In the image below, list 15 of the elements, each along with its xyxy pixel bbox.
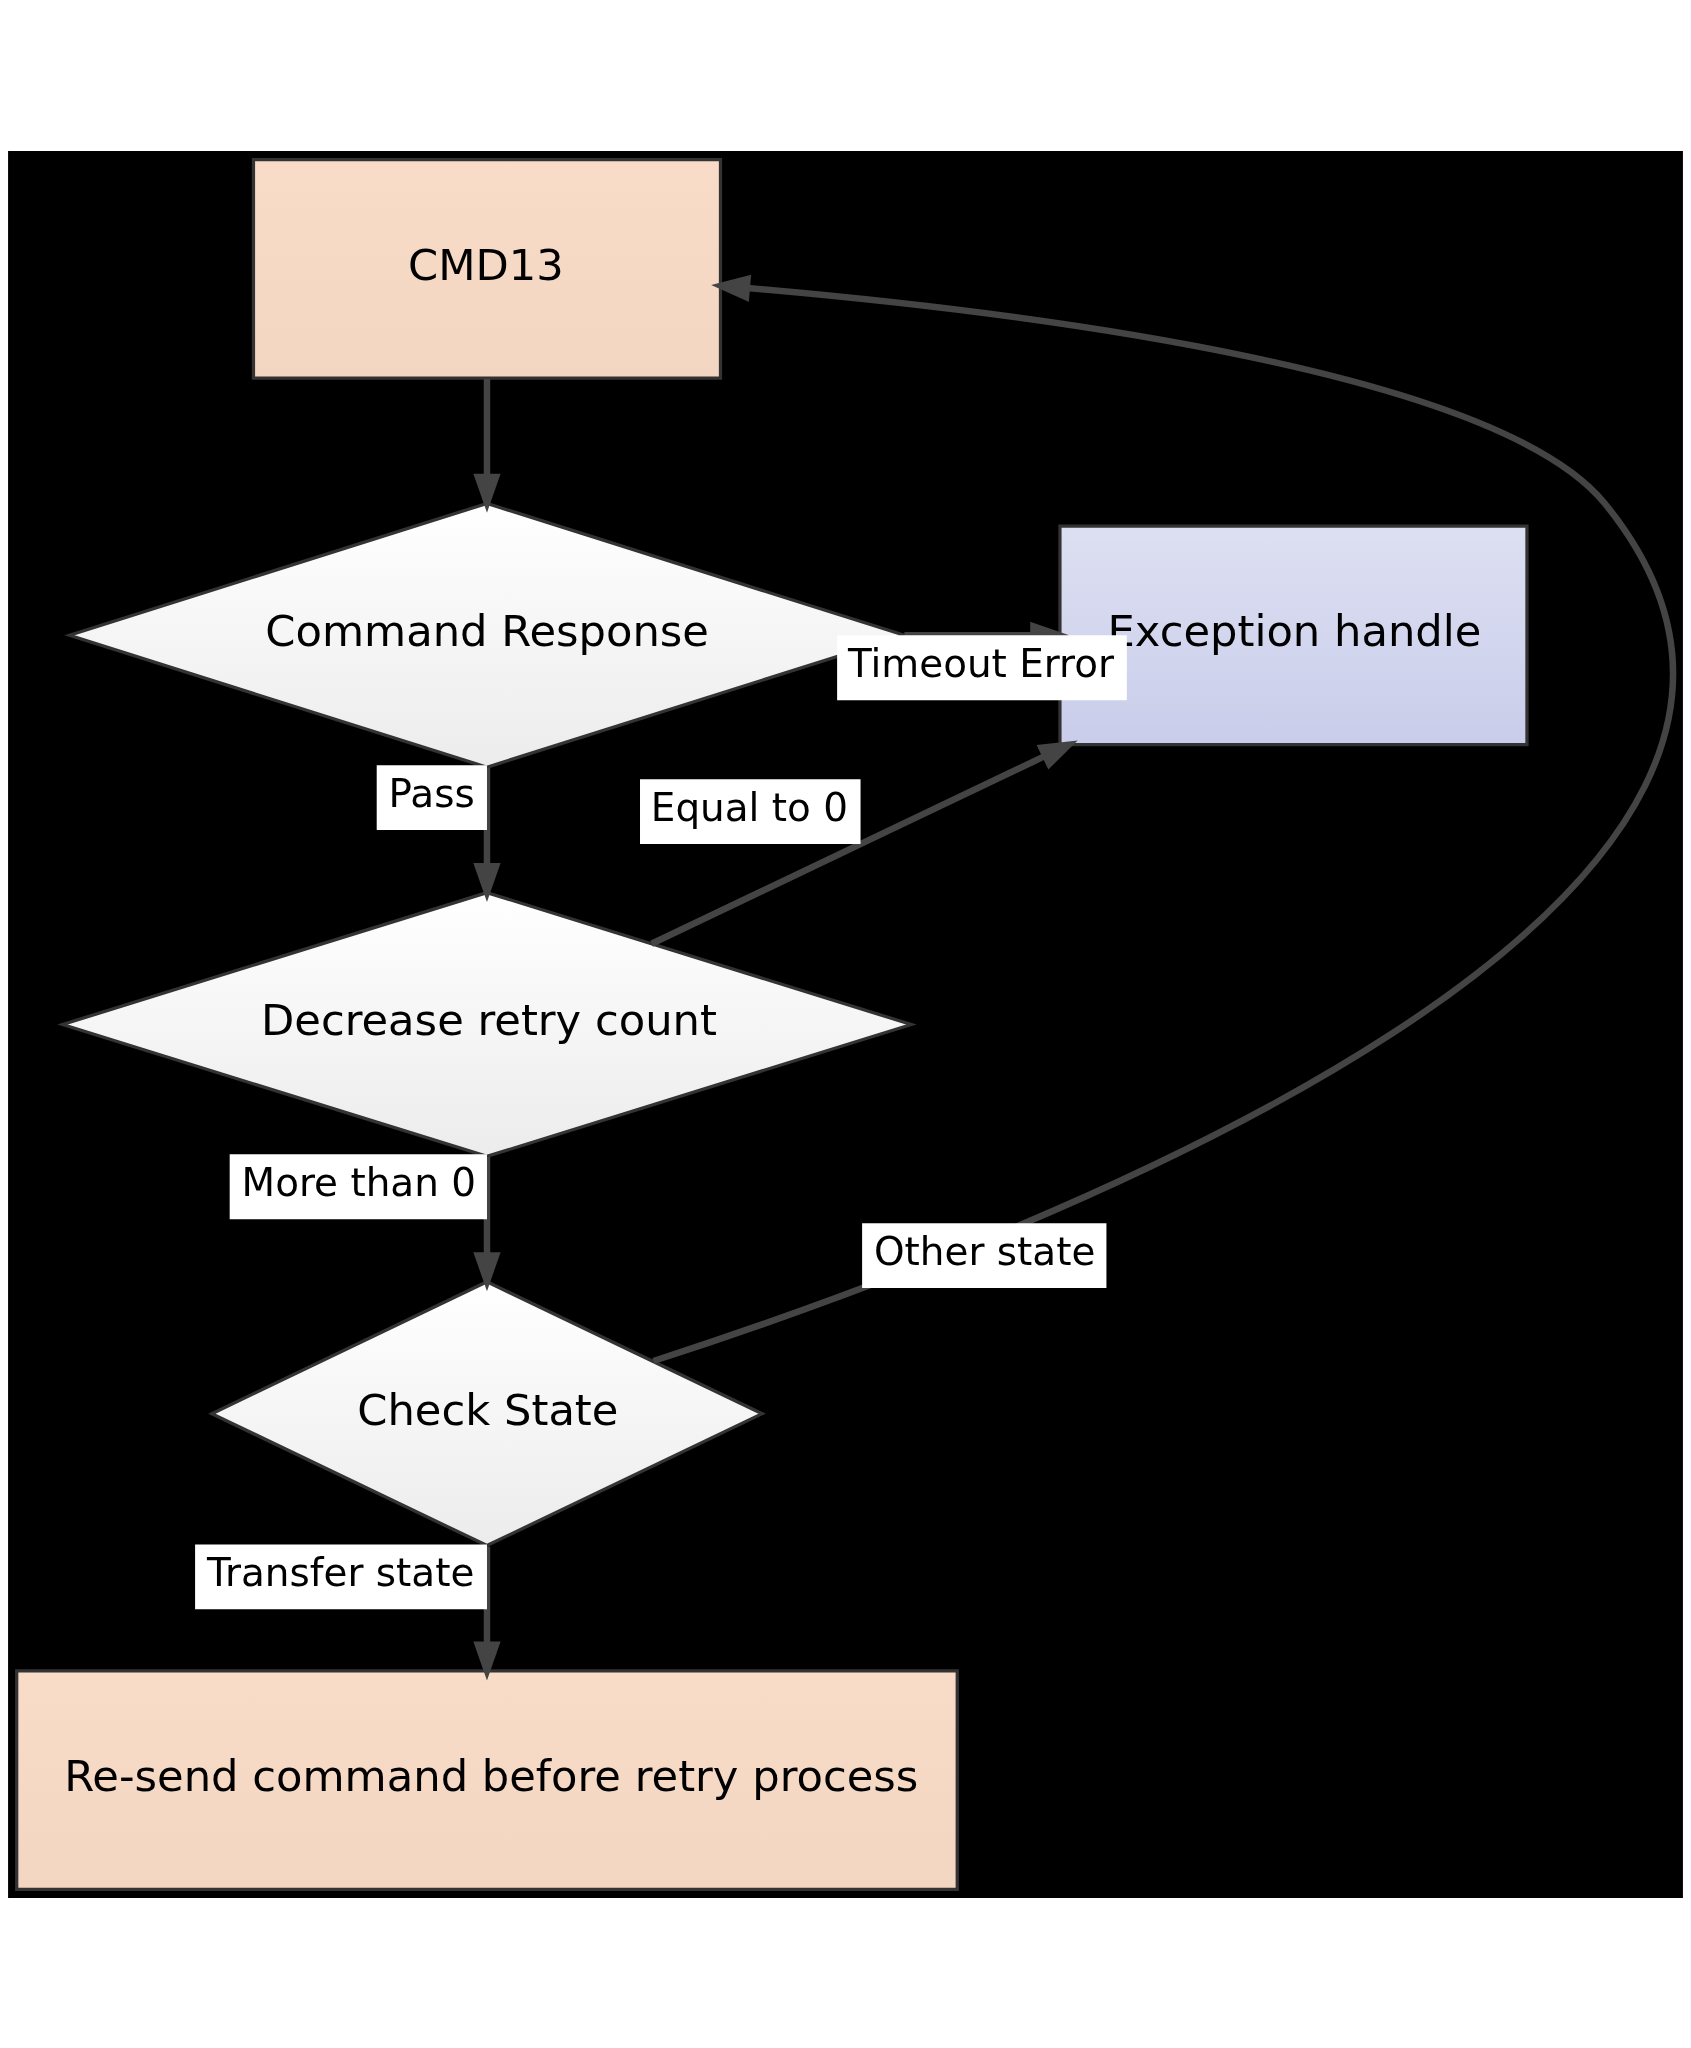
- arrow: [473, 1546, 501, 1680]
- arrow: [652, 274, 1675, 1364]
- arrow: [473, 378, 501, 513]
- node-diamond: Decrease retry count: [57, 890, 917, 1158]
- edge-label: More than 0: [241, 1159, 476, 1205]
- arrow: [473, 767, 501, 902]
- node-box: CMD13: [251, 157, 723, 380]
- edge-label: Equal to 0: [650, 784, 848, 830]
- node-box: Re-send command before retry process: [15, 1668, 959, 1891]
- edge-label: Pass: [388, 770, 475, 816]
- arrow: [473, 1156, 501, 1291]
- arrow: [650, 739, 1078, 947]
- edge-label: Other state: [874, 1228, 1096, 1274]
- node-diamond: Check State: [208, 1279, 766, 1547]
- edge-label: Transfer state: [206, 1549, 475, 1595]
